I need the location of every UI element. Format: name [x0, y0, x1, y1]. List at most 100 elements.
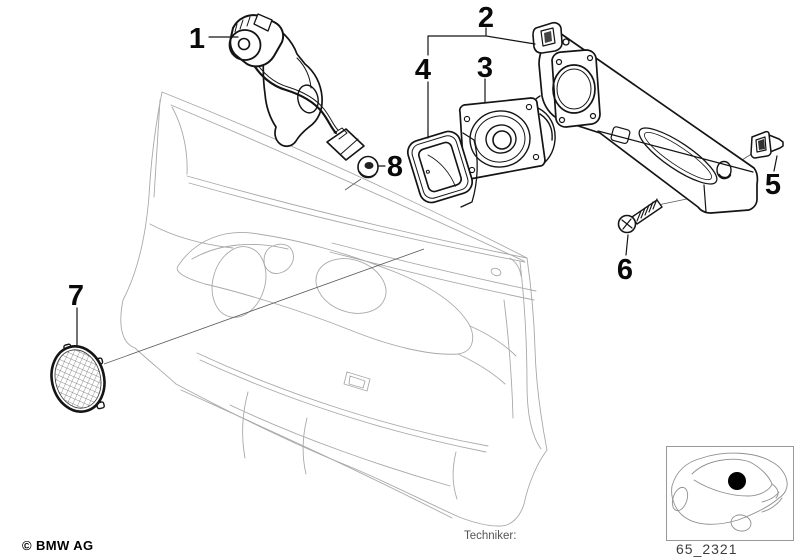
carrier-flange-plate: [551, 49, 601, 128]
door-right-seam: [503, 299, 514, 419]
leader-6: [625, 234, 629, 256]
sill-line-2: [188, 182, 526, 263]
mirror-triangle-inner: [171, 106, 188, 175]
car-side-glass: [693, 479, 773, 497]
carrier-slot-inner: [644, 132, 712, 180]
pocket-seam-2: [302, 417, 308, 475]
part-screw: [617, 198, 663, 234]
tweeter-dome: [237, 37, 251, 51]
clip-socket: [540, 27, 556, 47]
trim-bottom-curve: [149, 223, 234, 249]
part-grommet: [357, 155, 379, 179]
bracket-contour: [296, 57, 312, 89]
car-front-wheel: [671, 486, 689, 512]
grille-mesh: [54, 349, 102, 409]
car-roof: [691, 458, 751, 475]
speaker-dust-cap: [492, 130, 512, 150]
speaker-cone-edge: [485, 124, 517, 154]
trim-band-2: [329, 251, 535, 301]
wire-connector-edge: [333, 127, 359, 155]
callout-8[interactable]: 8: [387, 151, 403, 183]
housing-rim: [411, 135, 469, 199]
part-speaker-housing: [406, 130, 478, 208]
leader-grommet-to-door: [344, 178, 362, 191]
screw-threads: [636, 198, 658, 222]
callout-4[interactable]: 4: [415, 54, 431, 86]
armrest-recess: [315, 258, 387, 314]
armrest-inner-line: [191, 243, 289, 260]
pocket-top-edge-1: [196, 352, 489, 447]
part-clip: [750, 130, 784, 159]
leader-grille-to-door: [103, 248, 425, 365]
copyright-text: © BMW AG: [22, 538, 94, 553]
housing-opening: [418, 141, 462, 193]
armrest-outline: [176, 232, 474, 355]
speaker-location-dot: [728, 472, 746, 490]
carrier-screw-hole-shadow: [717, 173, 732, 180]
leader-2-4: [427, 27, 536, 139]
callout-5[interactable]: 5: [765, 169, 781, 201]
carrier-small-hole: [610, 126, 631, 145]
diagram-code: 65_2321: [676, 541, 738, 557]
callout-leader-lines: [76, 27, 778, 346]
part-speaker-grille: [50, 343, 106, 413]
trim-band-1: [331, 242, 537, 292]
car-location-inset: [666, 446, 794, 541]
screw-phillips-slot: [621, 218, 633, 230]
grommet-rim: [359, 171, 376, 177]
callout-2[interactable]: 2: [478, 2, 494, 34]
speaker-hole-1: [463, 115, 471, 123]
clip-socket-outline: [755, 136, 767, 153]
car-rear-wheel: [730, 514, 752, 532]
part-midrange-speaker: [458, 97, 556, 181]
tweeter-housing: [229, 14, 285, 68]
inset-border: [666, 446, 794, 541]
carrier-endcap-edge: [703, 184, 707, 213]
a-pillar-trim-inner: [153, 99, 161, 198]
car-bumper: [761, 497, 783, 513]
flange-hole-4: [558, 116, 566, 124]
callout-3[interactable]: 3: [477, 52, 493, 84]
tweeter-wire: [250, 60, 338, 135]
callout-6[interactable]: 6: [617, 254, 633, 286]
door-panel-drawing: [120, 91, 548, 527]
tweeter-top-block: [253, 13, 273, 32]
callout-numbers: 1 2 3 4 5 6 7 8: [68, 2, 781, 312]
car-outline-drawing: [671, 452, 788, 532]
door-right-inner: [519, 261, 542, 450]
housing-dot: [425, 169, 430, 174]
car-rear-glass: [749, 461, 773, 485]
tweeter-hatch: [234, 16, 251, 33]
corner-detail: [509, 257, 522, 277]
tweeter-wire-strand: [253, 58, 339, 131]
window-switch-recess: [263, 243, 294, 274]
tweeter-face-ring: [228, 29, 262, 61]
flange-opening: [552, 64, 596, 114]
pocket-seam-3: [452, 451, 458, 500]
housing-depth-edge: [460, 132, 478, 208]
speaker-hole-2: [525, 103, 533, 111]
clip-socket-dark: [758, 139, 765, 150]
part-speaker-carrier: [527, 21, 759, 214]
door-pull-recess: [211, 246, 267, 318]
door-bottom-inner: [180, 389, 453, 519]
callout-1[interactable]: 1: [189, 23, 205, 55]
clip-socket-shadow: [544, 31, 552, 43]
beltline-inner: [170, 104, 525, 262]
flange-hole-3: [589, 112, 597, 120]
car-body: [671, 452, 788, 525]
armrest-right-line-1: [469, 325, 517, 357]
wire-connector: [326, 128, 365, 161]
clip-screw-hole: [562, 38, 570, 46]
callout-7[interactable]: 7: [68, 280, 84, 312]
bracket-hole: [297, 84, 319, 114]
screw-shaft: [631, 199, 663, 225]
speaker-hole-3: [532, 153, 540, 161]
grommet-hole: [364, 162, 374, 169]
carrier-crease: [597, 130, 754, 173]
sill-line-1: [186, 175, 528, 259]
housing-inner-curve: [427, 154, 456, 187]
carrier-slot: [638, 127, 718, 185]
